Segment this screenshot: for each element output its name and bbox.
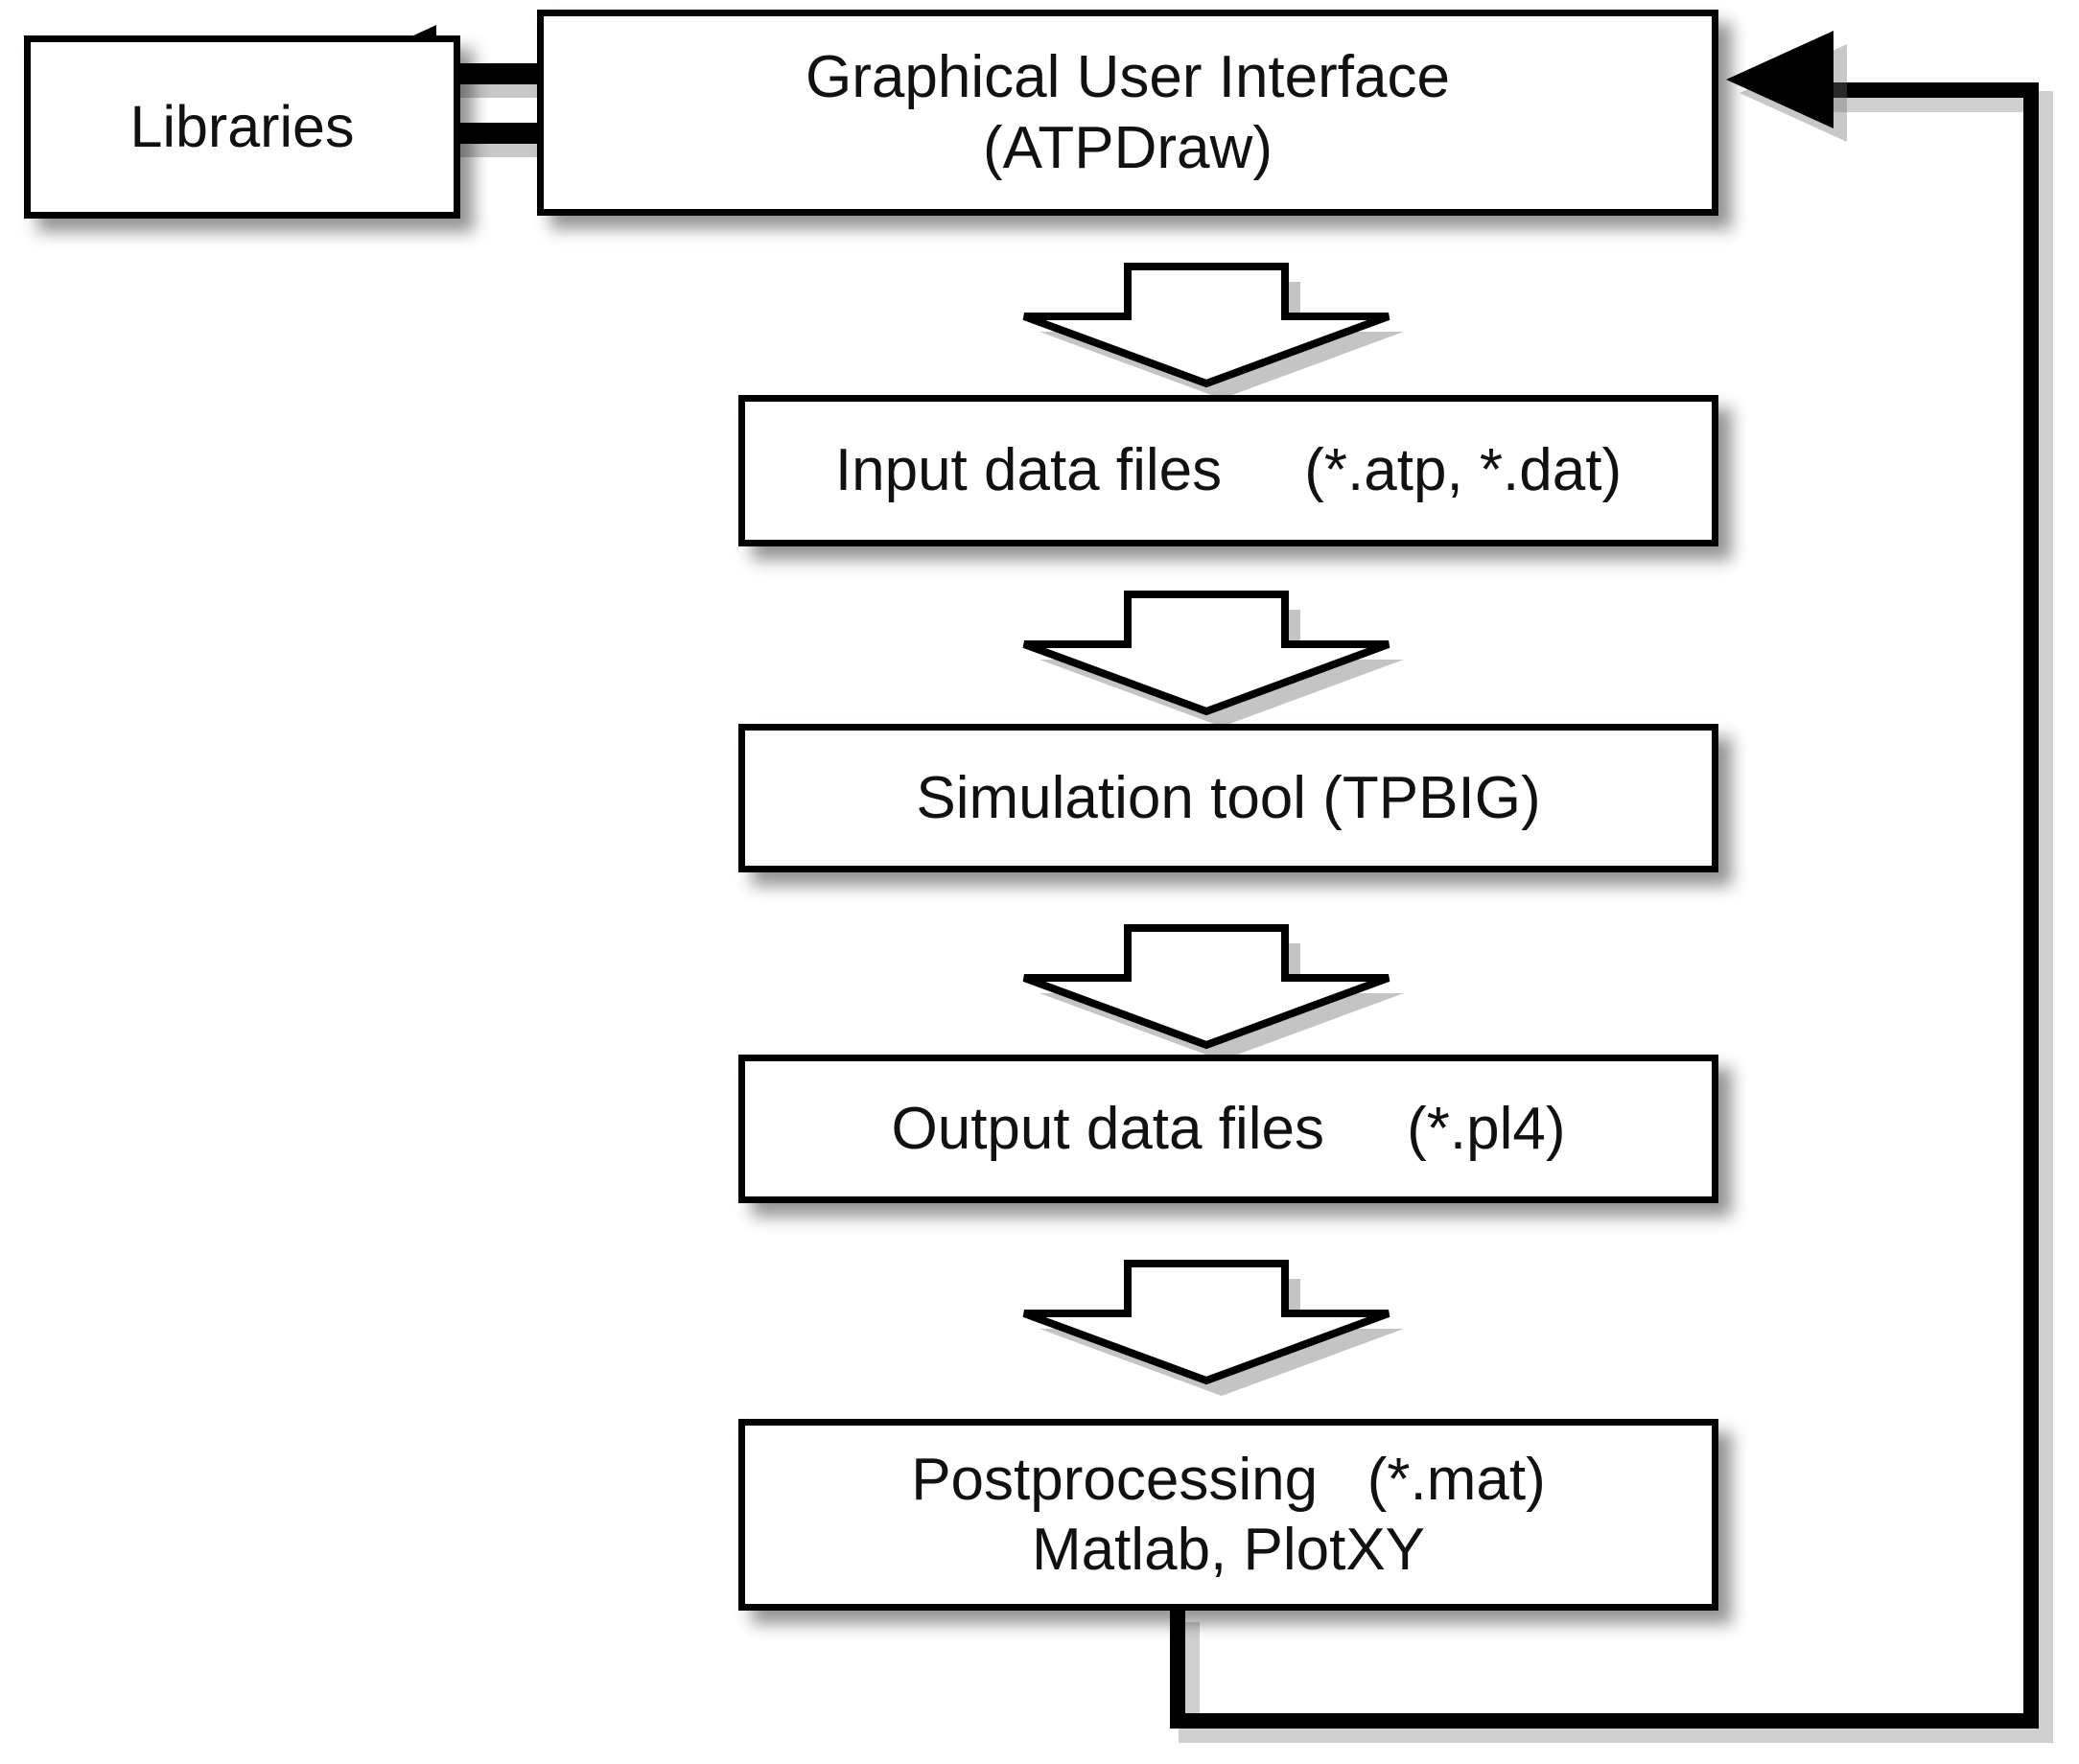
node-simulation-tool-label: Simulation tool (TPBIG) <box>916 764 1541 831</box>
block-arrow-input-to-simulation <box>1022 591 1404 727</box>
block-arrow-gui-to-input <box>1022 263 1404 399</box>
node-libraries-label: Libraries <box>129 93 355 159</box>
node-graphical-user-interface[interactable]: Graphical User Interface (ATPDraw) <box>537 10 1718 216</box>
block-arrow-output-to-postprocessing <box>1022 1260 1404 1396</box>
node-gui-label-line1: Graphical User Interface <box>806 44 1450 111</box>
block-arrow-simulation-to-output <box>1022 924 1404 1060</box>
node-postprocessing-label-line2: Matlab, PlotXY <box>1031 1517 1426 1583</box>
node-output-data-files[interactable]: Output data files (*.pl4) <box>738 1055 1718 1203</box>
node-simulation-tool[interactable]: Simulation tool (TPBIG) <box>738 724 1718 872</box>
node-output-data-files-label: Output data files (*.pl4) <box>891 1095 1566 1162</box>
node-postprocessing-label-line1: Postprocessing (*.mat) <box>911 1446 1546 1513</box>
node-input-data-files[interactable]: Input data files (*.atp, *.dat) <box>738 395 1718 546</box>
node-input-data-files-label: Input data files (*.atp, *.dat) <box>834 437 1623 504</box>
node-libraries[interactable]: Libraries <box>24 35 460 219</box>
node-gui-label-line2: (ATPDraw) <box>983 114 1273 181</box>
node-postprocessing[interactable]: Postprocessing (*.mat) Matlab, PlotXY <box>738 1419 1718 1611</box>
